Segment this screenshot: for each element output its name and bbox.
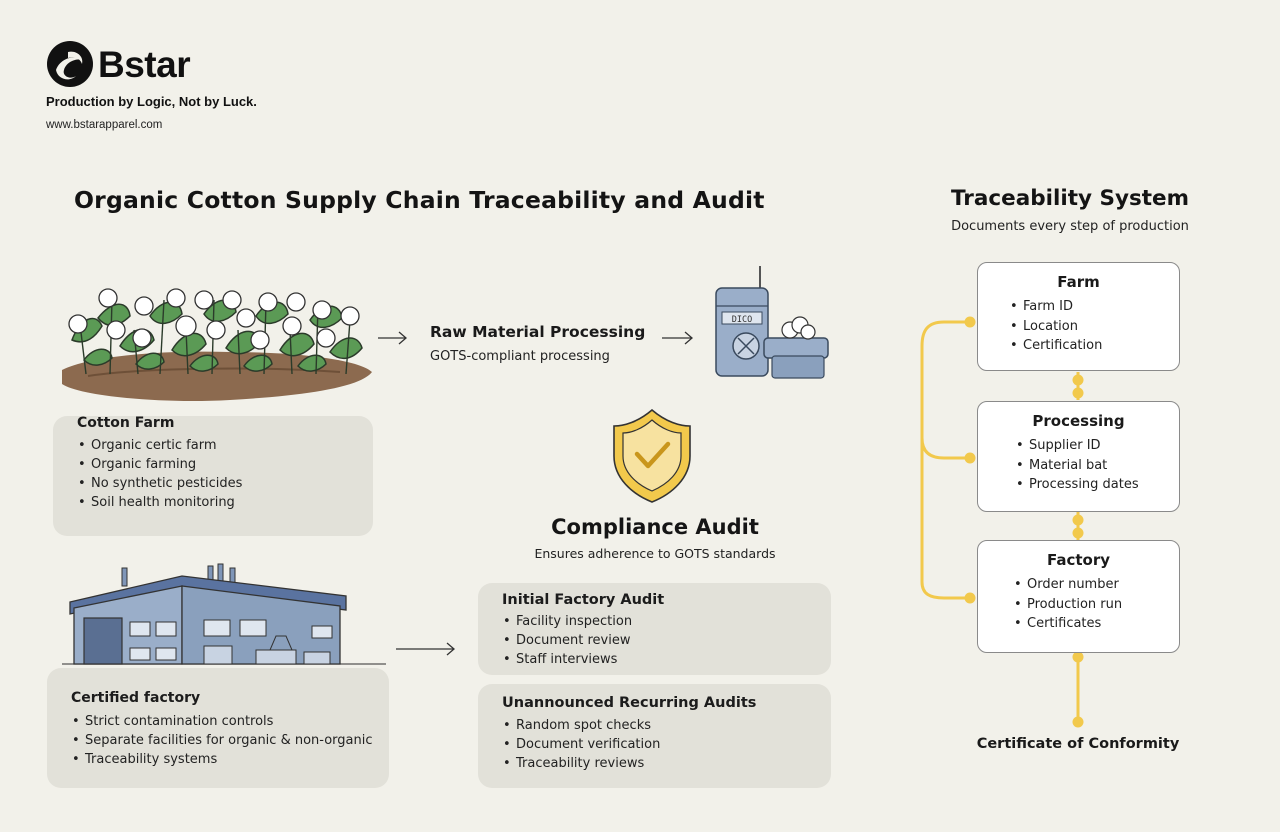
recurring-audits-card: Unannounced Recurring Audits Random spot…	[478, 684, 831, 788]
connector-dots	[964, 316, 1084, 728]
list-item: Organic certic farm	[77, 436, 373, 455]
brand-name: Bstar	[98, 44, 191, 85]
list-item: Document review	[502, 631, 831, 650]
cotton-farm-list: Organic certic farm Organic farming No s…	[77, 436, 373, 512]
cotton-farm-card: Cotton Farm Organic certic farm Organic …	[53, 415, 373, 536]
list-item: Traceability reviews	[502, 754, 831, 773]
recurring-audits-list: Random spot checks Document verification…	[502, 716, 831, 773]
list-item: Certificates	[1013, 614, 1179, 634]
trace-step-title: Factory	[1046, 551, 1111, 569]
initial-audit-list: Facility inspection Document review Staf…	[502, 612, 831, 669]
list-item: Order number	[1013, 575, 1179, 595]
list-item: Facility inspection	[502, 612, 831, 631]
compliance-audit-subtitle: Ensures adherence to GOTS standards	[534, 546, 776, 561]
list-item: Staff interviews	[502, 650, 831, 669]
initial-audit-title: Initial Factory Audit	[502, 592, 665, 608]
list-item: Document verification	[502, 735, 831, 754]
brand-website: www.bstarapparel.com	[46, 119, 163, 131]
arrow-right-icon	[396, 642, 455, 656]
initial-audit-card: Initial Factory Audit Facility inspectio…	[478, 583, 831, 675]
list-item: Random spot checks	[502, 716, 831, 735]
list-item: Material bat	[1015, 456, 1179, 476]
list-item: Separate facilities for organic & non-or…	[71, 731, 389, 750]
trace-step-list: Supplier ID Material bat Processing date…	[978, 436, 1179, 495]
list-item: Organic farming	[77, 455, 373, 474]
machine-label: DICO	[732, 315, 752, 325]
certified-factory-card: Certified factory Strict contamination c…	[47, 668, 389, 788]
trace-step-list: Farm ID Location Certification	[978, 297, 1179, 356]
certificate-of-conformity: Certificate of Conformity	[976, 736, 1180, 752]
list-item: Strict contamination controls	[71, 712, 389, 731]
shield-check-icon	[613, 408, 691, 503]
certified-factory-title: Certified factory	[71, 690, 201, 706]
brand-tagline: Production by Logic, Not by Luck.	[46, 94, 257, 109]
trace-step-title: Processing	[1032, 412, 1125, 430]
certified-factory-list: Strict contamination controls Separate f…	[71, 712, 389, 769]
list-item: Processing dates	[1015, 475, 1179, 495]
trace-step-farm: Farm Farm ID Location Certification	[977, 262, 1180, 371]
trace-step-list: Order number Production run Certificates	[978, 575, 1179, 634]
bstar-logo-icon	[47, 41, 93, 87]
processing-machine-icon: DICO	[715, 266, 829, 379]
list-item: Supplier ID	[1015, 436, 1179, 456]
page-title: Organic Cotton Supply Chain Traceability…	[74, 186, 765, 214]
list-item: Production run	[1013, 595, 1179, 615]
factory-building-icon	[62, 563, 386, 665]
recurring-audits-title: Unannounced Recurring Audits	[502, 695, 757, 711]
list-item: Soil health monitoring	[77, 493, 373, 512]
arrow-right-icon	[662, 331, 693, 345]
traceability-subtitle: Documents every step of production	[951, 219, 1189, 234]
trace-step-title: Farm	[1057, 273, 1100, 291]
list-item: Traceability systems	[71, 750, 389, 769]
raw-material-subtitle: GOTS-compliant processing	[430, 349, 610, 364]
traceability-connectors	[920, 320, 1080, 722]
arrow-right-icon	[378, 331, 407, 345]
raw-material-title: Raw Material Processing	[430, 323, 646, 341]
list-item: Certification	[1009, 336, 1179, 356]
list-item: Location	[1009, 317, 1179, 337]
cotton-farm-title: Cotton Farm	[77, 415, 175, 431]
list-item: Farm ID	[1009, 297, 1179, 317]
compliance-audit-title: Compliance Audit	[551, 515, 759, 539]
trace-step-factory: Factory Order number Production run Cert…	[977, 540, 1180, 653]
cotton-field-icon	[62, 288, 372, 402]
trace-step-processing: Processing Supplier ID Material bat Proc…	[977, 401, 1180, 512]
traceability-title: Traceability System	[950, 186, 1190, 211]
list-item: No synthetic pesticides	[77, 474, 373, 493]
